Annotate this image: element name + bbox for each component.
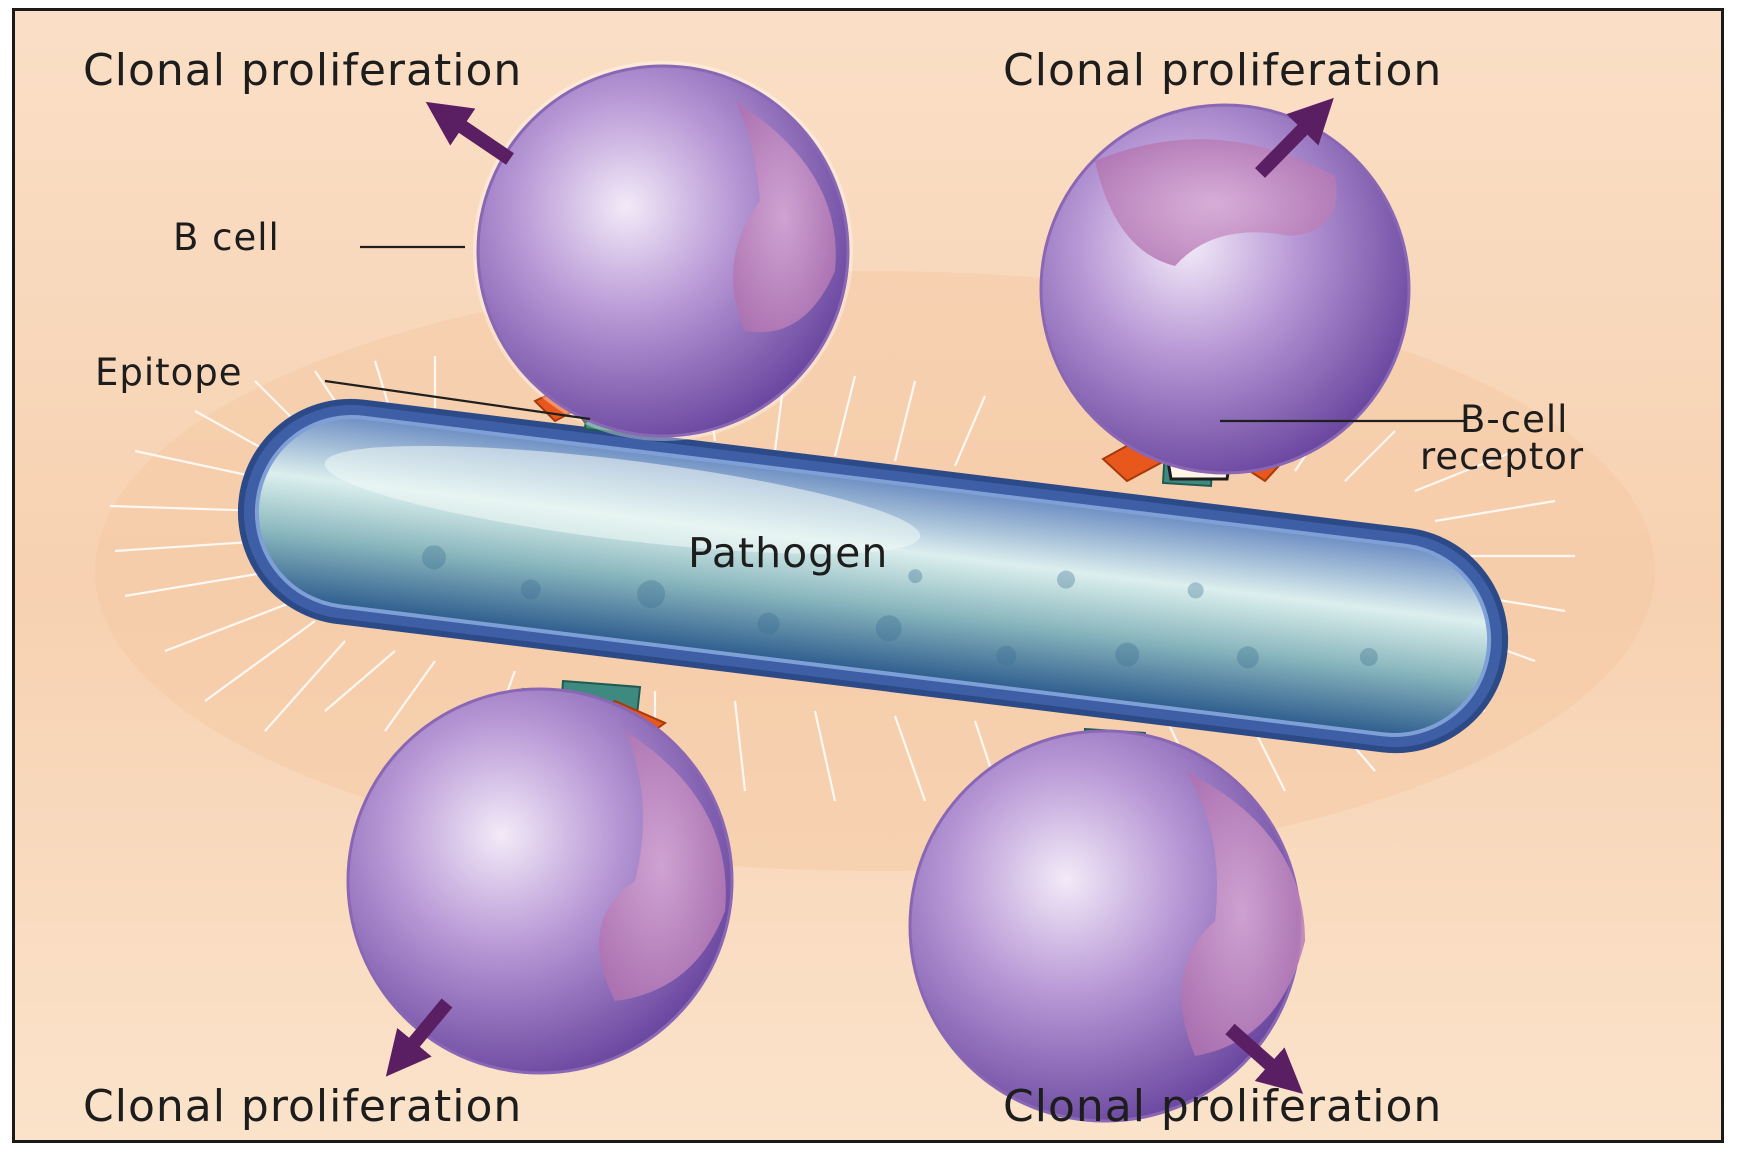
label-epitope: Epitope [95, 351, 243, 394]
b-cell-top-left [473, 61, 853, 441]
b-cell-bottom-right [910, 731, 1305, 1121]
label-pathogen: Pathogen [688, 529, 888, 577]
label-clonal-bottom-right: Clonal proliferation [1003, 1081, 1442, 1132]
label-clonal-top-left: Clonal proliferation [83, 45, 522, 96]
label-clonal-top-right: Clonal proliferation [1003, 45, 1442, 96]
diagram-frame: Clonal proliferation Clonal proliferatio… [12, 8, 1724, 1143]
label-b-cell: B cell [173, 216, 280, 259]
b-cell-top-right [1041, 105, 1409, 473]
b-cell-bottom-left [348, 689, 732, 1073]
label-b-cell-receptor-line2: receptor [1420, 435, 1584, 478]
diagram-canvas [15, 11, 1724, 1143]
label-clonal-bottom-left: Clonal proliferation [83, 1081, 522, 1132]
